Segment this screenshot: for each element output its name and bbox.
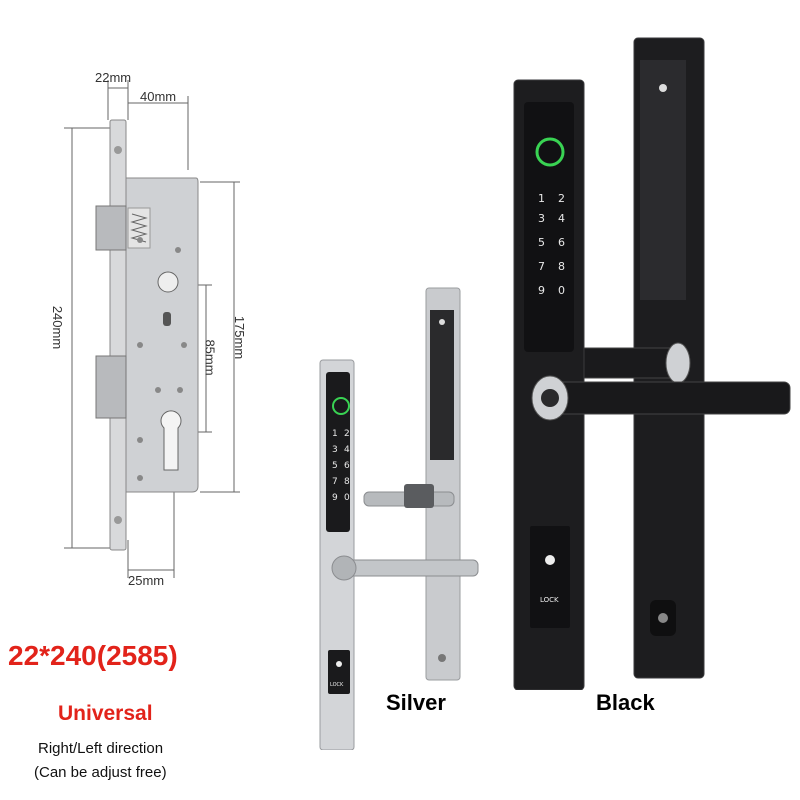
svg-text:LOCK: LOCK bbox=[330, 682, 344, 688]
svg-text:7: 7 bbox=[332, 477, 338, 487]
svg-text:5: 5 bbox=[538, 236, 545, 249]
svg-text:2: 2 bbox=[558, 192, 565, 205]
svg-text:0: 0 bbox=[344, 493, 350, 503]
dim-bottom-offset: 25mm bbox=[128, 573, 165, 588]
mortise-lock-diagram bbox=[64, 80, 240, 578]
cylinder-hole bbox=[160, 410, 182, 471]
fingerprint-sensor-black bbox=[535, 137, 565, 167]
dim-height-total: 240mm bbox=[50, 305, 66, 350]
dead-bolt bbox=[95, 355, 127, 419]
faceplate bbox=[109, 119, 127, 551]
dim-height-case: 175mm bbox=[232, 315, 248, 360]
latch-bolt bbox=[95, 205, 127, 251]
svg-text:4: 4 bbox=[344, 445, 350, 455]
svg-text:7: 7 bbox=[538, 260, 545, 273]
svg-text:5: 5 bbox=[332, 461, 338, 471]
svg-text:1: 1 bbox=[538, 192, 545, 205]
silver-label: Silver bbox=[386, 690, 446, 715]
svg-text:1: 1 bbox=[332, 429, 338, 439]
svg-text:6: 6 bbox=[558, 236, 565, 249]
black-label: Black bbox=[596, 690, 655, 715]
direction-line-2: (Can be adjust free) bbox=[34, 764, 167, 781]
svg-text:2: 2 bbox=[344, 429, 350, 439]
universal-label: Universal bbox=[58, 702, 153, 725]
svg-text:9: 9 bbox=[538, 284, 545, 297]
svg-text:9: 9 bbox=[332, 493, 338, 503]
svg-text:LOCK: LOCK bbox=[540, 596, 559, 604]
lock-case bbox=[125, 177, 199, 493]
dim-center-distance: 85mm bbox=[202, 339, 218, 376]
svg-text:3: 3 bbox=[538, 212, 545, 225]
svg-text:8: 8 bbox=[344, 477, 350, 487]
model-code: 22*240(2585) bbox=[8, 640, 178, 671]
svg-text:6: 6 bbox=[344, 461, 350, 471]
svg-text:4: 4 bbox=[558, 212, 565, 225]
spindle-hole bbox=[157, 271, 179, 293]
dim-width-faceplate: 22mm bbox=[95, 70, 132, 85]
fingerprint-sensor-silver bbox=[332, 397, 350, 415]
svg-text:8: 8 bbox=[558, 260, 565, 273]
direction-line-1: Right/Left direction bbox=[38, 740, 164, 757]
dim-backset: 40mm bbox=[140, 89, 177, 104]
svg-text:3: 3 bbox=[332, 445, 338, 455]
svg-text:0: 0 bbox=[558, 284, 565, 297]
